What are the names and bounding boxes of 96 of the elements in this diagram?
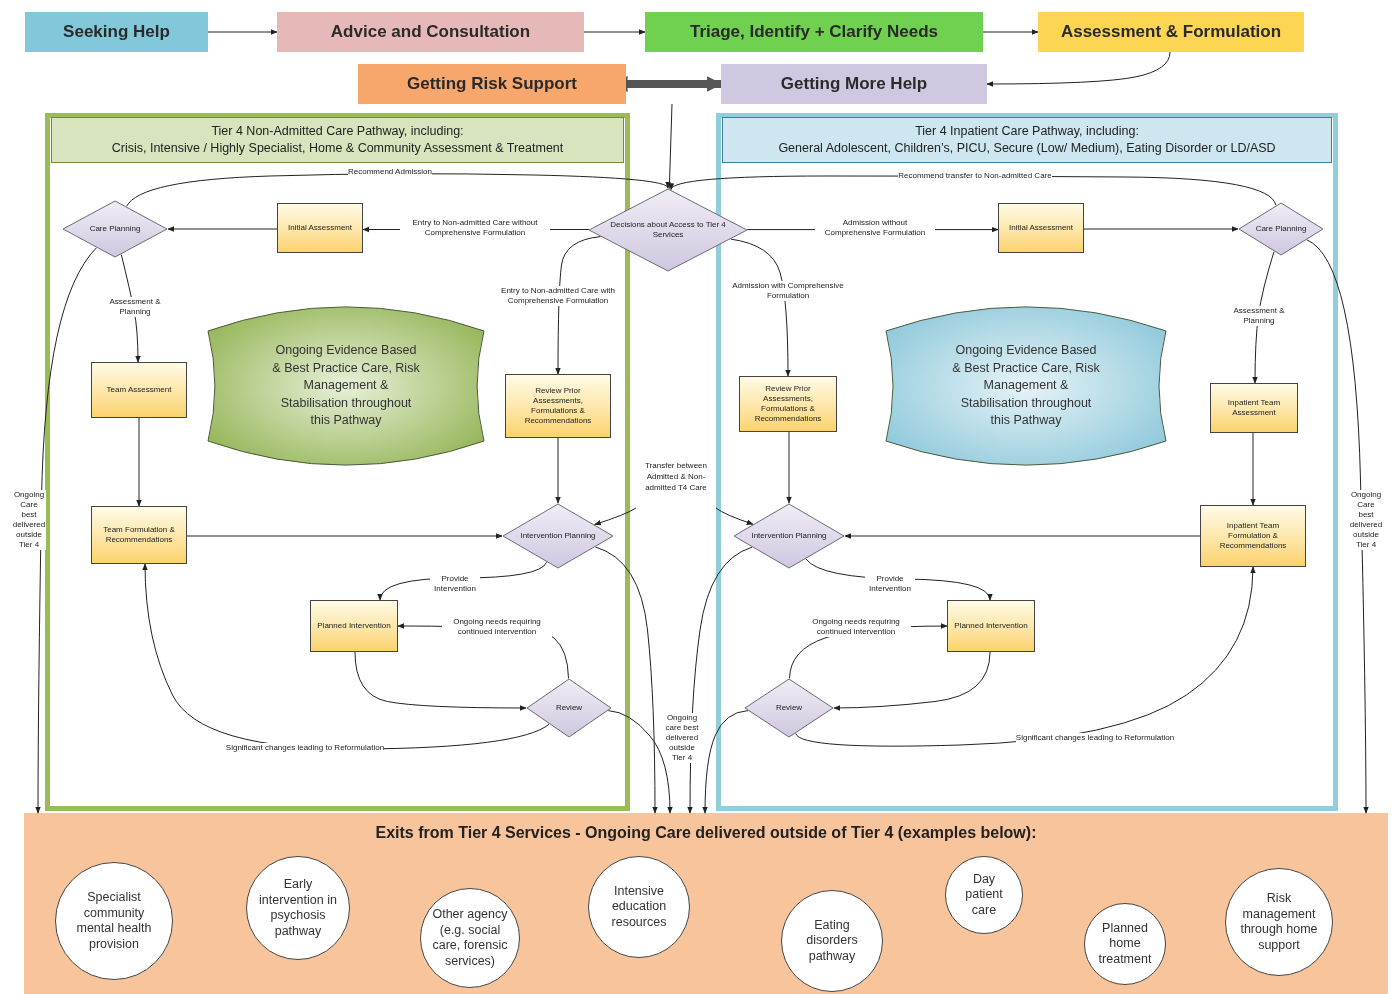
process-box [310, 600, 398, 652]
stage-label: Getting Risk Support [407, 73, 577, 96]
diamond-label: Care Planning [1255, 224, 1307, 234]
connector-line [668, 103, 673, 190]
arrow [167, 226, 278, 232]
arrow [593, 507, 637, 526]
arrow [844, 533, 1201, 539]
process-box [277, 203, 363, 253]
arrow [715, 507, 754, 525]
stage-label: Assessment & Formulation [1060, 21, 1282, 44]
stage-box [277, 12, 584, 52]
arrow [583, 29, 646, 35]
diamond-label: Decisions about Access to Tier 4 Services [609, 220, 727, 240]
edge-label: Provide Intervention [430, 574, 480, 594]
circle-label: Eating disorders pathway [805, 917, 859, 965]
stage-label: Advice and Consultation [330, 21, 531, 44]
box-label: Planned Intervention [317, 621, 391, 631]
arrow [207, 29, 278, 35]
stage-box [358, 64, 626, 104]
diamond-label: Intervention Planning [751, 531, 827, 541]
arrow [555, 236, 601, 375]
stage-label: Triage, Identify + Clarify Needs [690, 21, 938, 44]
panel-heading: General Adolescent, Children’s, PICU, Secure (Low/ Medium), Eating Disorder or LD/ASD [778, 140, 1276, 157]
edge-label: Significant changes leading to Reformulation [1015, 733, 1175, 743]
stage-box [645, 12, 983, 52]
panel-heading: Tier 4 Non-Admitted Care Pathway, including: [211, 123, 464, 140]
banner-text: Ongoing Evidence Based & Best Practice Care, Risk Management & Stabilisation throughout this Pathway [271, 342, 421, 430]
edge-label: Ongoing Care best delivered outside Tier 4 [1349, 490, 1383, 550]
decision-diamond [62, 200, 168, 258]
band-heading: Exits from Tier 4 Services - Ongoing Care delivered outside of Tier 4 (examples below): [375, 823, 1037, 843]
panel-heading: Crisis, Intensive / Highly Specialist, Home & Community Assessment & Treatment [111, 140, 564, 157]
edge-label: Ongoing care best delivered outside Tier 4 [665, 713, 699, 763]
edge-label: Entry to Non-admitted Care without Comprehensive Formulation [400, 218, 550, 238]
arrow [833, 651, 991, 711]
arrow [702, 710, 749, 814]
stage-label: Getting More Help [780, 73, 928, 96]
box-label: Inpatient Team Formulation & Recommendations [1218, 521, 1288, 551]
decision-diamond [588, 188, 748, 272]
box-label: Inpatient Team Assessment [1226, 398, 1282, 418]
decision-diamond [744, 678, 834, 738]
edge-label: Ongoing Care best delivered outside Tier 4 [12, 490, 46, 550]
diamond-label: Review [555, 703, 583, 713]
arrow [186, 533, 503, 539]
arrow [982, 29, 1039, 35]
arrow [786, 431, 792, 504]
edge-label: Recommend Admission [347, 167, 432, 177]
arrow [555, 437, 561, 504]
stage-box [1038, 12, 1304, 52]
arrow [594, 546, 658, 814]
decision-diamond [1238, 202, 1324, 256]
circle-label: Planned home treatment [1097, 920, 1153, 968]
box-label: Team Formulation & Recommendations [102, 525, 176, 545]
arrow [1083, 226, 1239, 232]
edge-label: Admission without Comprehensive Formulation [815, 218, 935, 238]
circle-label: Other agency (e.g. social care, forensic services) [431, 907, 509, 969]
box-label: Review Prior Assessments, Formulations & Recommendations [523, 386, 593, 426]
process-box [998, 203, 1084, 253]
decision-diamond [502, 503, 614, 569]
decision-diamond [526, 678, 612, 738]
arrow [1250, 432, 1256, 506]
box-label: Team Assessment [106, 385, 172, 395]
circle-label: Risk management through home support [1239, 891, 1319, 953]
edge-label: Significant changes leading to Reformulation [225, 743, 385, 753]
diamond-label: Intervention Planning [520, 531, 596, 541]
process-box [1200, 505, 1306, 567]
circle-label: Day patient care [964, 871, 1004, 919]
circle-label: Early intervention in psychosis pathway [258, 877, 338, 939]
circle-label: Intensive education resources [610, 883, 668, 931]
process-box [91, 362, 187, 418]
arrow [35, 247, 97, 814]
arrow [986, 51, 1171, 87]
process-box [91, 506, 187, 564]
arrow [354, 651, 527, 711]
stage-box [25, 12, 208, 52]
arrow [1306, 239, 1369, 814]
edge-label: Recommend transfer to Non-admitted Care [898, 171, 1052, 181]
box-label: Initial Assessment [1009, 223, 1073, 233]
stage-box [721, 64, 987, 104]
decision-diamond [733, 503, 845, 569]
panel-heading: Tier 4 Inpatient Care Pathway, including: [915, 123, 1139, 140]
arrow [136, 417, 142, 507]
edge-label: Provide Intervention [865, 574, 915, 594]
process-box [505, 374, 611, 438]
process-box [739, 376, 837, 432]
edge-label: Ongoing needs requiring continued intervention [442, 617, 552, 637]
process-box [947, 600, 1035, 652]
box-label: Review Prior Assessments, Formulations & Recommendations [753, 384, 823, 424]
diamond-label: Care Planning [89, 224, 141, 234]
exit-band [24, 813, 1388, 994]
diamond-label: Review [775, 703, 803, 713]
box-label: Initial Assessment [288, 223, 352, 233]
banner-text: Ongoing Evidence Based & Best Practice Care, Risk Management & Stabilisation throughout this Pathway [951, 342, 1101, 430]
stage-label: Seeking Help [63, 21, 170, 44]
circle-label: Specialist community mental health provision [75, 890, 153, 952]
box-label: Planned Intervention [954, 621, 1028, 631]
process-box [1210, 383, 1298, 433]
